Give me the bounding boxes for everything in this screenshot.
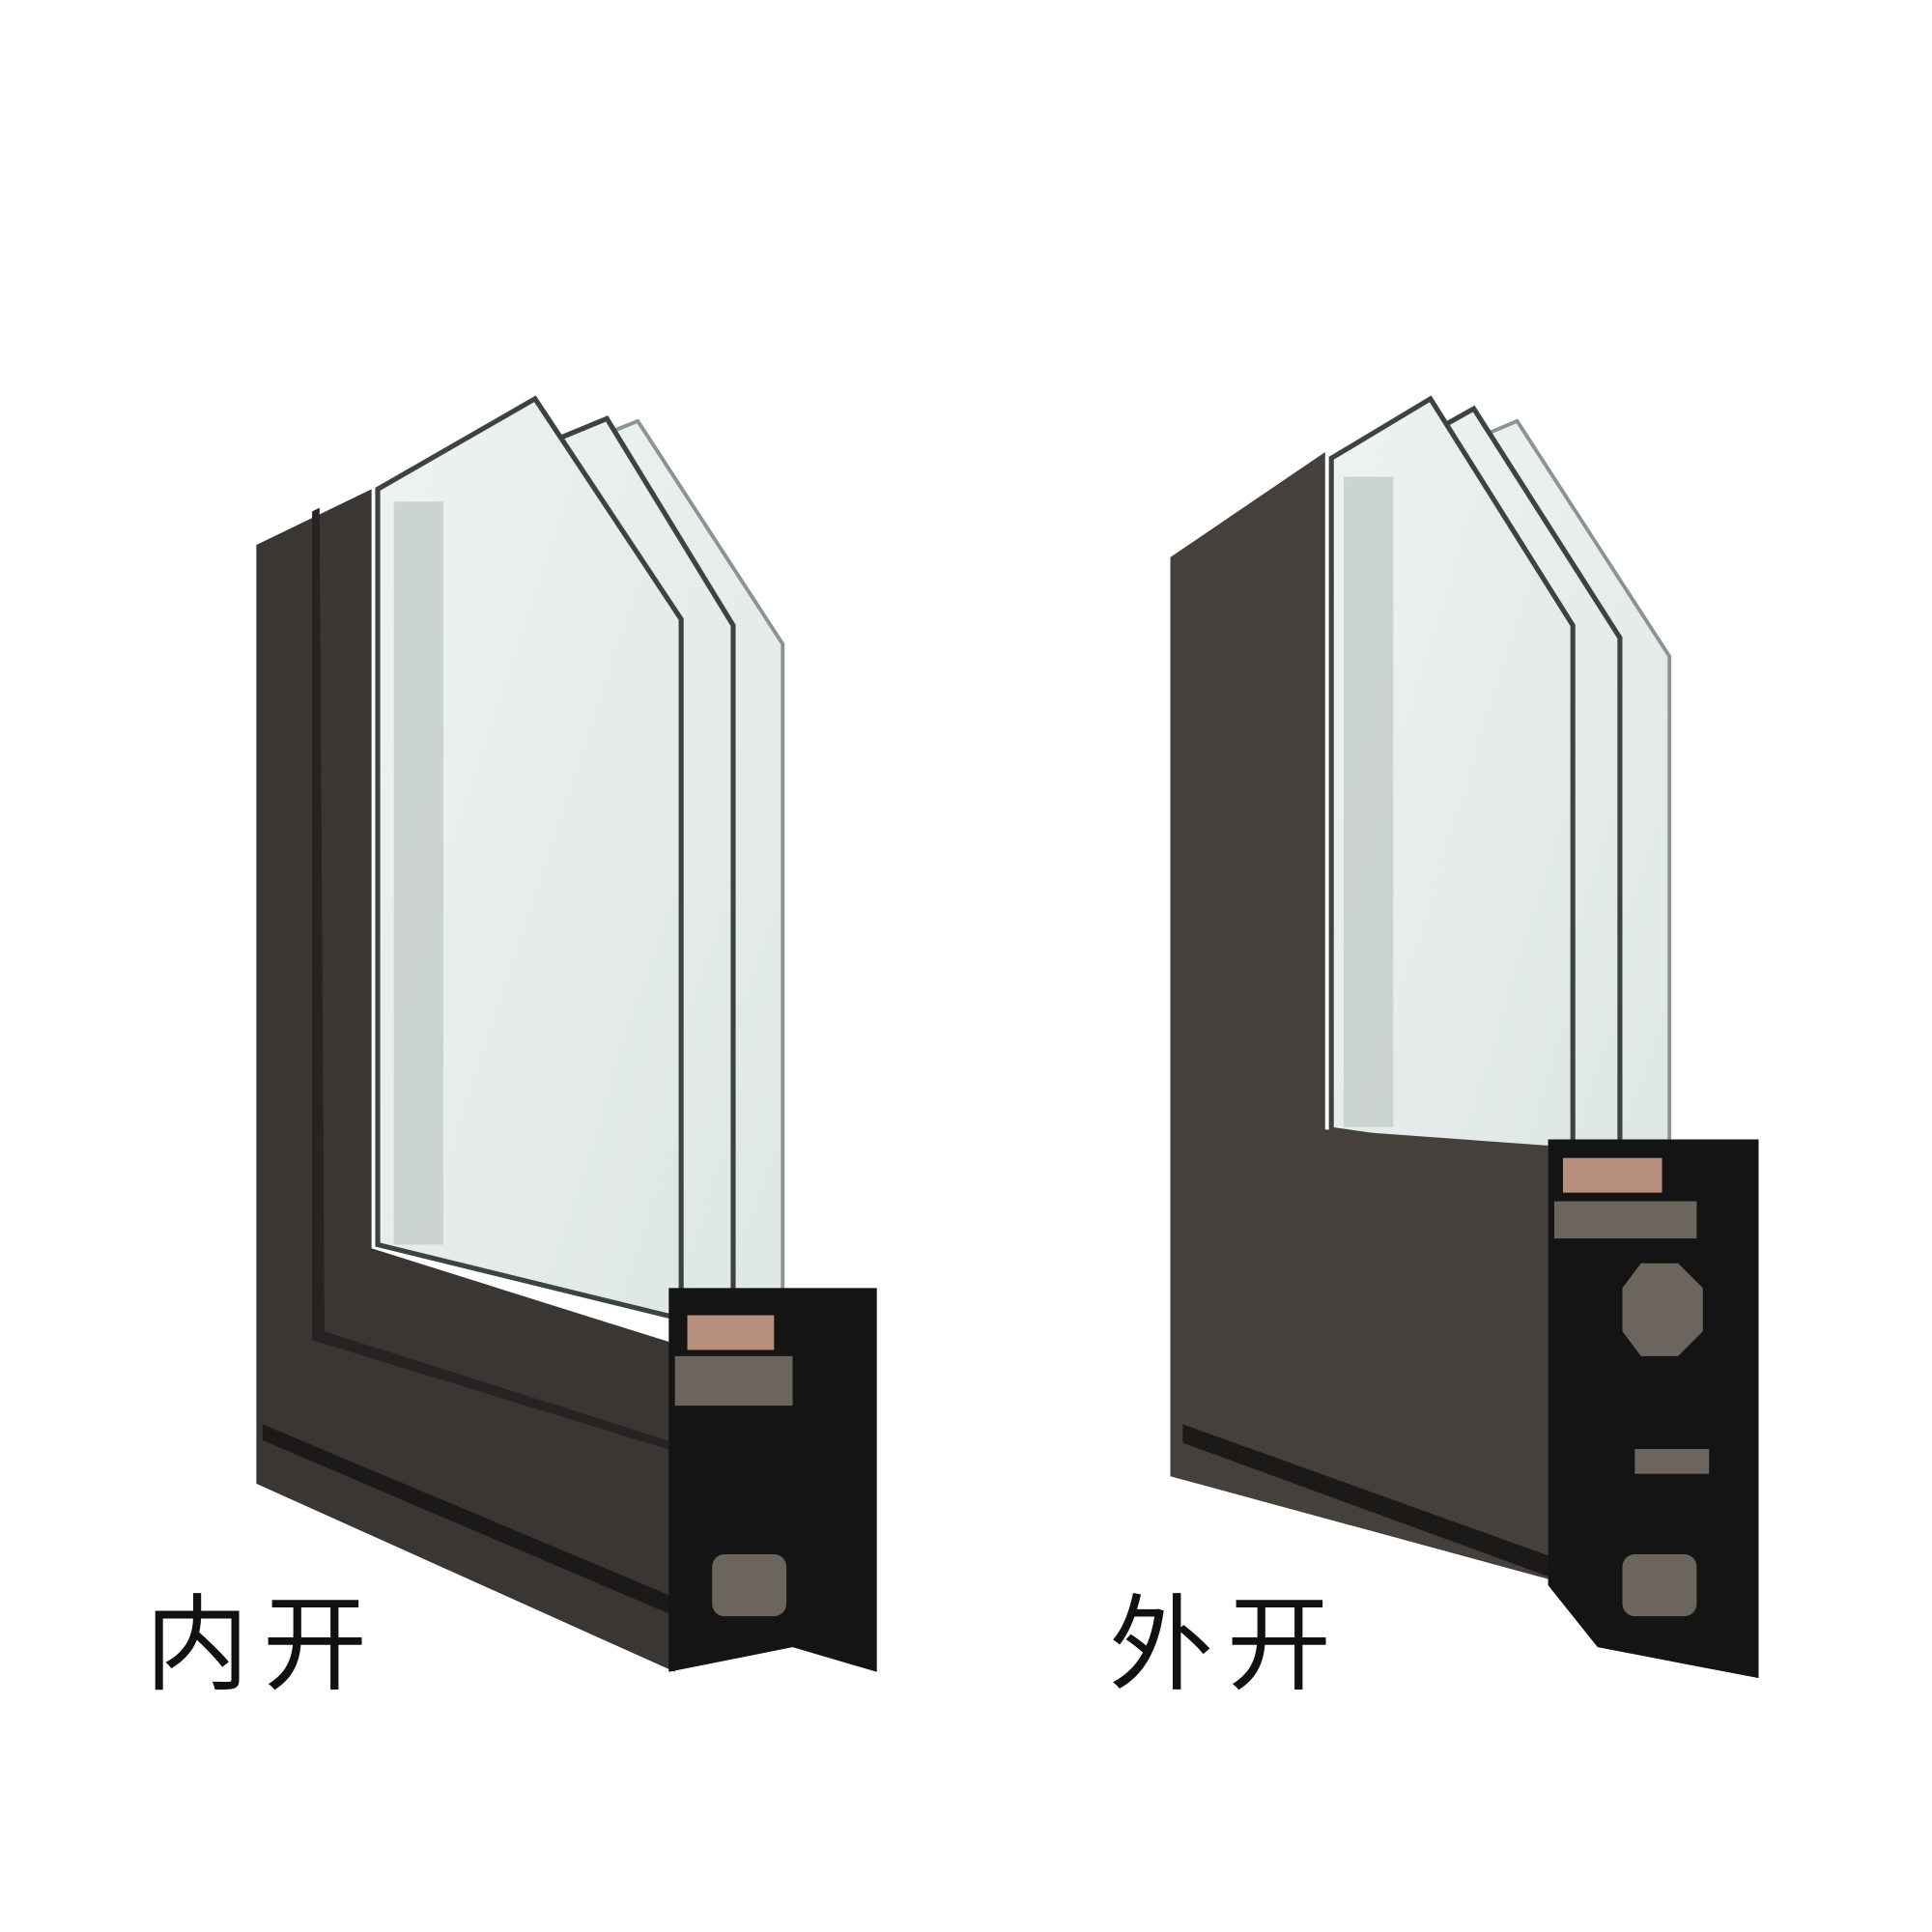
insulation-section — [1622, 1263, 1703, 1356]
insulation-section — [674, 1355, 793, 1406]
frame-face — [1170, 451, 1548, 1579]
frame-cross-section — [1548, 1139, 1759, 1679]
frame-groove — [262, 1424, 675, 1617]
glass-spacer — [393, 501, 443, 1245]
outward-window-render — [1170, 395, 1759, 1679]
outward-opening-label: 外开 — [1109, 1585, 1346, 1706]
glass-spacer-section — [1562, 1157, 1662, 1193]
inward-opening-label: 内开 — [145, 1585, 382, 1706]
frame-face — [256, 489, 675, 1672]
frame-groove — [1182, 1424, 1579, 1588]
insulation-section — [1553, 1201, 1697, 1239]
inward-window-render — [256, 395, 877, 1672]
glass-pane-front — [375, 395, 684, 1322]
insulation-section — [712, 1553, 787, 1617]
insulation-section — [1622, 1553, 1697, 1617]
glass-spacer-section — [687, 1315, 775, 1350]
glass-spacer — [1344, 476, 1394, 1127]
insulation-section — [1634, 1449, 1710, 1474]
